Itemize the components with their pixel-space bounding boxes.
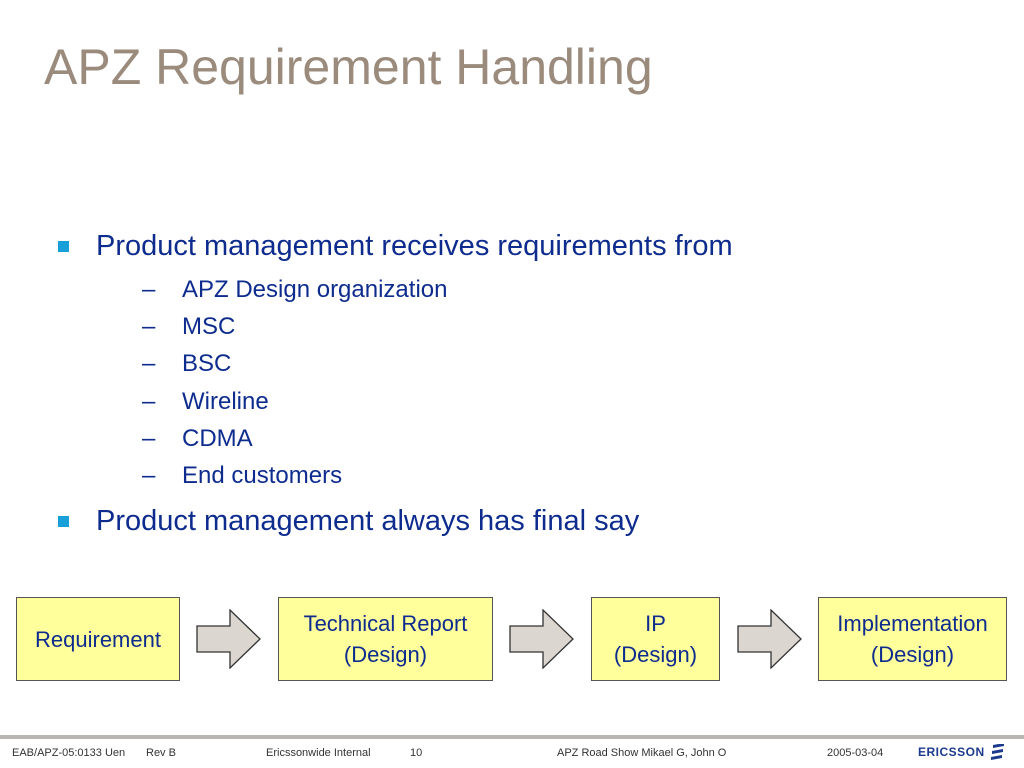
footer-date: 2005-03-04: [827, 747, 884, 759]
ericsson-logo: ERICSSON: [918, 744, 1006, 760]
arrow-right-icon: [509, 609, 574, 669]
dash-icon: –: [142, 462, 156, 489]
logo-wordmark: ERICSSON: [918, 745, 985, 759]
sub-bullet-item: – APZ Design organization: [142, 276, 448, 304]
flow-box-sublabel: (Design): [613, 642, 698, 667]
dash-icon: –: [142, 388, 156, 415]
footer-classification: Ericssonwide Internal: [266, 747, 371, 759]
bullet-text: Product management receives requirements…: [96, 230, 733, 262]
footer-doc-id: EAB/APZ-05:0133 Uen: [12, 747, 126, 759]
arrow-right-icon: [737, 609, 802, 669]
dash-icon: –: [142, 350, 156, 377]
flow-box-technical-report: Technical Report (Design): [278, 597, 493, 681]
bullet-item: Product management always has final say: [58, 505, 640, 538]
sub-bullet-text: MSC: [182, 313, 236, 340]
dash-icon: –: [142, 313, 156, 340]
sub-bullet-text: CDMA: [182, 425, 253, 452]
flow-box-label: IP: [645, 611, 666, 636]
bullet-item: Product management receives requirements…: [58, 230, 733, 263]
bullet-text: Product management always has final say: [96, 505, 640, 537]
flow-box-ip: IP (Design): [591, 597, 720, 681]
bullet-list: Product management receives requirements…: [58, 230, 733, 538]
flow-box-label: Requirement: [35, 626, 161, 652]
sub-bullet-text: APZ Design organization: [182, 276, 448, 303]
sub-bullet-text: BSC: [182, 350, 232, 377]
dash-icon: –: [142, 276, 156, 303]
footer-revision: Rev B: [146, 747, 176, 759]
square-bullet-icon: [58, 516, 69, 527]
slide-title: APZ Requirement Handling: [44, 39, 653, 95]
arrow-right-icon: [196, 609, 261, 669]
sub-bullet-item: – End customers: [142, 462, 343, 490]
sub-bullet-item: – CDMA: [142, 425, 253, 453]
sub-bullet-item: – Wireline: [142, 388, 269, 416]
sub-bullet-item: – BSC: [142, 350, 232, 378]
sub-bullet-text: End customers: [182, 462, 343, 489]
dash-icon: –: [142, 425, 156, 452]
flow-box-requirement: Requirement: [16, 597, 180, 681]
ericsson-logo-icon: [990, 744, 1004, 760]
footer-page-number: 10: [410, 747, 423, 759]
flow-box-label: Implementation: [837, 611, 988, 636]
flow-box-implementation: Implementation (Design): [818, 597, 1007, 681]
flow-box-label: Technical Report: [303, 611, 468, 636]
footer-divider: [0, 735, 1024, 739]
sub-bullet-text: Wireline: [182, 388, 269, 415]
flow-box-sublabel: (Design): [343, 642, 428, 667]
square-bullet-icon: [58, 241, 69, 252]
flow-box-sublabel: (Design): [870, 642, 955, 667]
footer-event: APZ Road Show Mikael G, John O: [557, 747, 727, 759]
sub-bullet-item: – MSC: [142, 313, 236, 341]
